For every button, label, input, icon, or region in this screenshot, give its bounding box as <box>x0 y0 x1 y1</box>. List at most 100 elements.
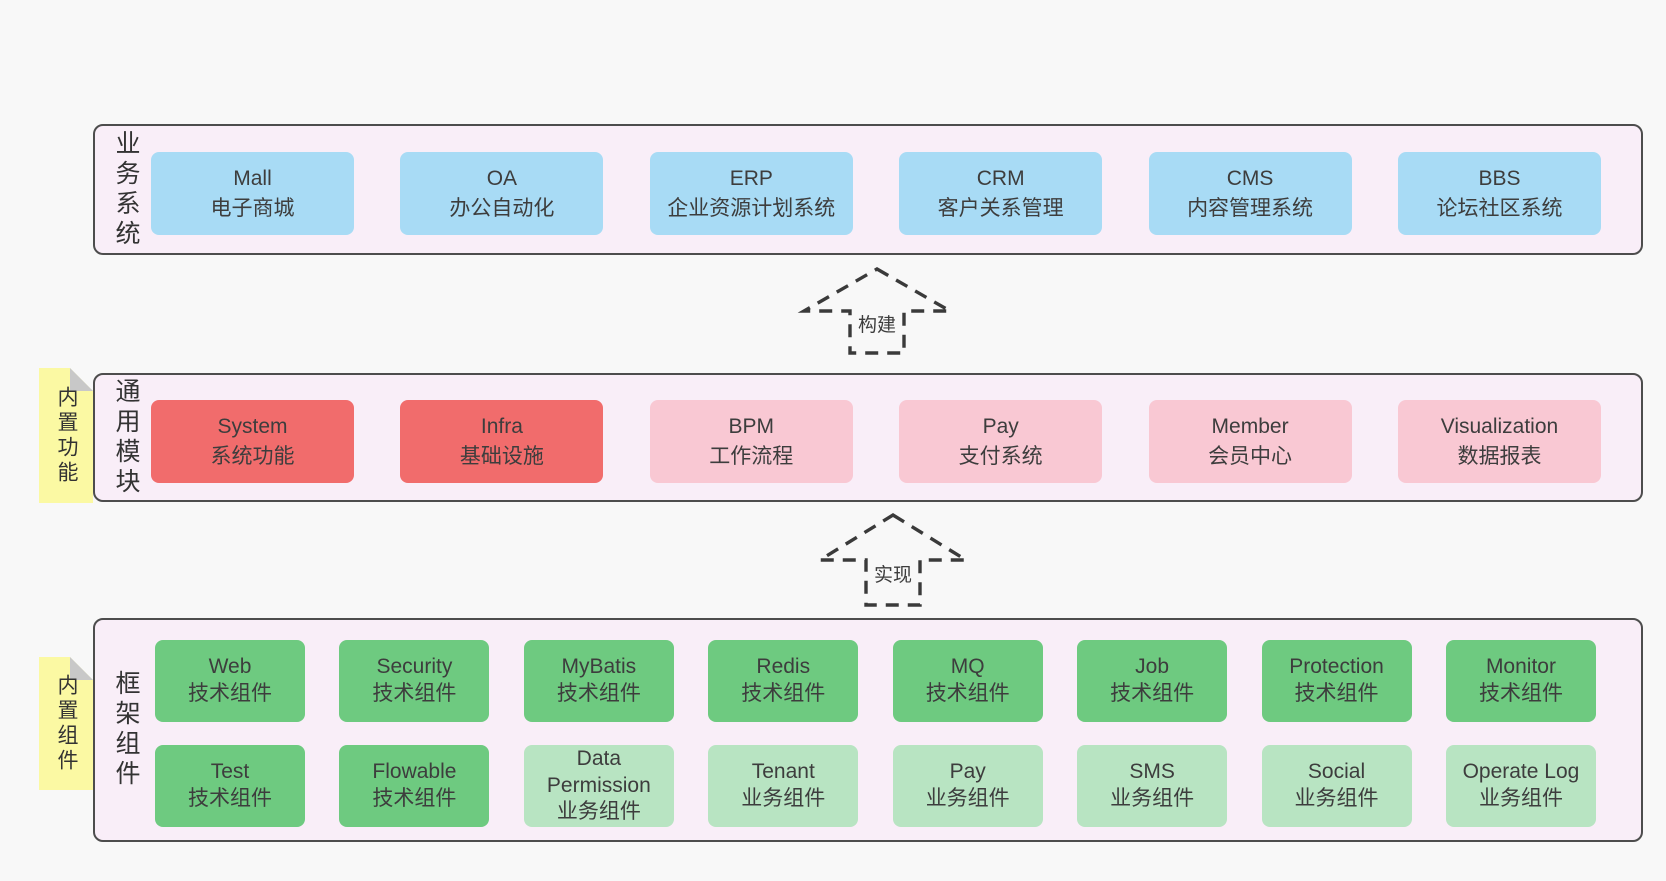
node-subtitle: 会员中心 <box>1208 444 1293 468</box>
node-title: OA <box>486 166 518 190</box>
node-title: Monitor <box>1485 655 1556 679</box>
node-subtitle: 业务组件 <box>556 800 641 824</box>
node-title: Tenant <box>751 760 815 784</box>
node-title: Member <box>1211 414 1289 438</box>
dashed-up-arrow-icon <box>814 513 972 607</box>
node-subtitle: 技术组件 <box>188 787 272 810</box>
node-title: Redis <box>756 655 811 679</box>
node-title: Flowable <box>372 760 457 784</box>
arrow-label: 实现 <box>869 560 917 587</box>
node-title: BBS <box>1478 166 1521 190</box>
node-subtitle: 办公自动化 <box>449 196 555 220</box>
node-subtitle: 技术组件 <box>741 682 826 705</box>
node-title: Data Permission <box>546 746 651 797</box>
node-subtitle: 业务组件 <box>741 787 826 810</box>
node-subtitle: 基础设施 <box>459 444 544 468</box>
node-title: Web <box>208 655 252 679</box>
node-bbs: BBS 论坛社区系统 <box>1397 152 1601 235</box>
node-subtitle: 系统功能 <box>210 444 295 468</box>
node-member: Member 会员中心 <box>1148 400 1352 483</box>
node-subtitle: 论坛社区系统 <box>1436 196 1563 220</box>
node-web: Web 技术组件 <box>155 640 305 722</box>
layer-title: 框架组件 <box>112 670 140 790</box>
node-data-permission: Data Permission 业务组件 <box>523 745 674 827</box>
node-subtitle: 业务组件 <box>925 787 1010 810</box>
dashed-up-arrow-icon <box>797 267 957 355</box>
layer-business-systems: 业务系统 Mall 电子商城 OA 办公自动化 ERP 企业资源计划系统 CRM 客户关系管理… <box>93 124 1643 255</box>
node-subtitle: 业务组件 <box>1478 787 1563 810</box>
note-fold-corner-icon <box>70 657 93 680</box>
node-subtitle: 电子商城 <box>210 196 295 220</box>
node-subtitle: 技术组件 <box>372 682 457 705</box>
node-title: MyBatis <box>561 655 637 679</box>
node-subtitle: 内容管理系统 <box>1187 196 1314 220</box>
business-box-row: Mall 电子商城 OA 办公自动化 ERP 企业资源计划系统 CRM 客户关系管理 CMS 内容… <box>151 152 1601 235</box>
node-oa: OA 办公自动化 <box>400 152 604 235</box>
node-title: MQ <box>950 655 985 679</box>
node-title: CRM <box>976 166 1025 190</box>
node-crm: CRM 客户关系管理 <box>899 152 1103 235</box>
sticky-note-builtin-features: 内置功能 <box>39 368 93 503</box>
node-title: SMS <box>1129 760 1175 784</box>
node-title: ERP <box>729 166 773 190</box>
node-subtitle: 企业资源计划系统 <box>667 196 836 220</box>
node-title: Infra <box>480 414 523 438</box>
layer-title: 业务系统 <box>112 129 140 250</box>
note-label: 内置功能 <box>55 385 78 486</box>
node-subtitle: 技术组件 <box>1478 682 1563 705</box>
node-title: Pay <box>949 760 986 784</box>
node-subtitle: 业务组件 <box>1294 787 1379 810</box>
node-title: Visualization <box>1440 414 1559 438</box>
node-title: Social <box>1307 760 1366 784</box>
node-subtitle: 业务组件 <box>1110 787 1195 810</box>
node-subtitle: 技术组件 <box>1294 682 1379 705</box>
node-mq: MQ 技术组件 <box>892 640 1043 722</box>
node-title: Mall <box>233 166 272 190</box>
node-title: CMS <box>1226 166 1274 190</box>
node-visualization: Visualization 数据报表 <box>1397 400 1601 483</box>
node-title: Security <box>376 655 453 679</box>
node-flowable: Flowable 技术组件 <box>339 745 490 827</box>
node-cms: CMS 内容管理系统 <box>1148 152 1352 235</box>
node-mall: Mall 电子商城 <box>151 152 354 235</box>
node-subtitle: 客户关系管理 <box>937 196 1064 220</box>
node-security: Security 技术组件 <box>339 640 490 722</box>
node-title: Job <box>1135 655 1170 679</box>
node-infra: Infra 基础设施 <box>400 400 604 483</box>
node-subtitle: 技术组件 <box>925 682 1010 705</box>
node-pay: Pay 业务组件 <box>892 745 1043 827</box>
node-protection: Protection 技术组件 <box>1261 640 1412 722</box>
node-title: Protection <box>1289 655 1384 679</box>
node-subtitle: 支付系统 <box>958 444 1043 468</box>
node-erp: ERP 企业资源计划系统 <box>649 152 853 235</box>
node-redis: Redis 技术组件 <box>708 640 859 722</box>
node-subtitle: 技术组件 <box>1110 682 1195 705</box>
node-title: System <box>217 414 288 438</box>
node-subtitle: 数据报表 <box>1457 444 1542 468</box>
node-monitor: Monitor 技术组件 <box>1445 640 1596 722</box>
node-subtitle: 技术组件 <box>372 787 457 810</box>
node-job: Job 技术组件 <box>1077 640 1228 722</box>
node-sms: SMS 业务组件 <box>1077 745 1228 827</box>
sticky-note-builtin-components: 内置组件 <box>39 657 93 790</box>
note-label: 内置组件 <box>55 673 78 774</box>
node-subtitle: 技术组件 <box>188 682 272 705</box>
note-fold-corner-icon <box>70 368 93 391</box>
layer-title: 通用模块 <box>112 377 140 498</box>
build-arrow: 构建 <box>797 264 957 358</box>
node-title: BPM <box>728 414 775 438</box>
node-tenant: Tenant 业务组件 <box>708 745 859 827</box>
arrow-label: 构建 <box>853 310 901 337</box>
node-social: Social 业务组件 <box>1261 745 1412 827</box>
implement-arrow: 实现 <box>813 510 973 610</box>
